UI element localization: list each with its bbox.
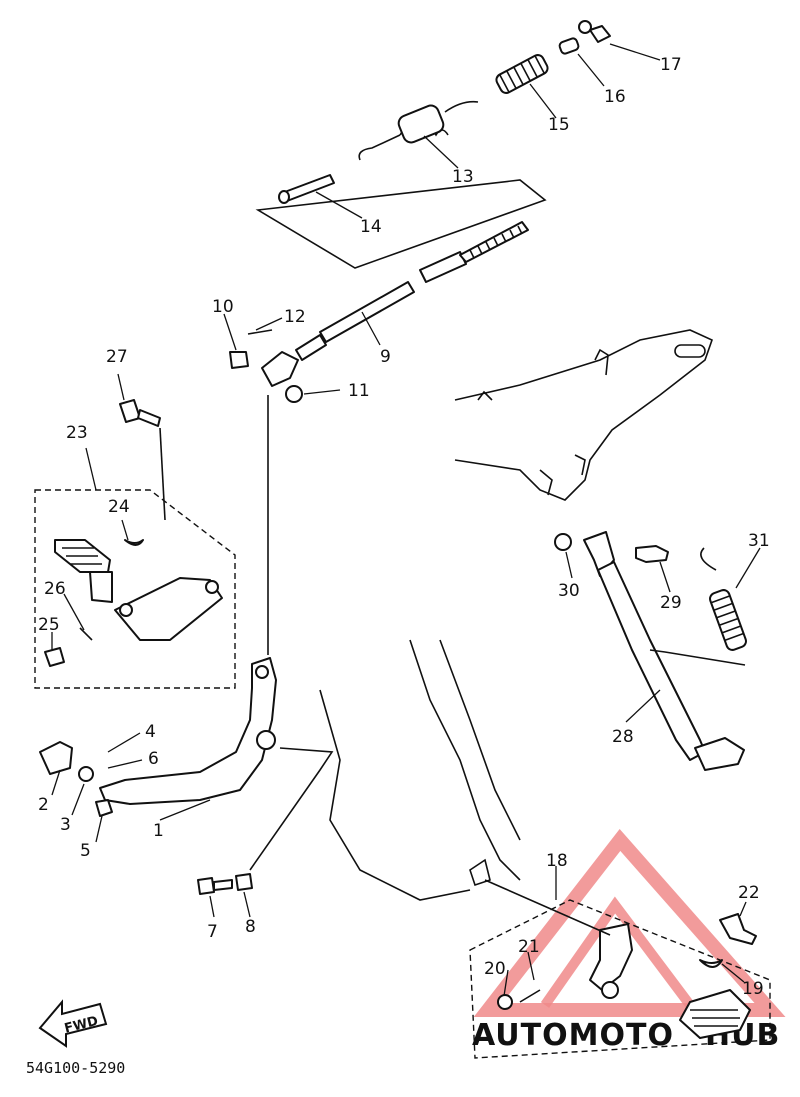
callout-15: 15 <box>548 115 570 135</box>
callout-21: 21 <box>518 937 540 957</box>
callout-17: 17 <box>660 55 682 75</box>
callout-8: 8 <box>245 917 256 937</box>
callout-19: 19 <box>742 979 764 999</box>
callout-2: 2 <box>38 795 49 815</box>
diagram-code: 54G100-5290 <box>26 1059 125 1077</box>
callout-12: 12 <box>284 307 306 327</box>
callout-11: 11 <box>348 381 370 401</box>
frame-outline <box>319 329 713 901</box>
callout-25: 25 <box>38 615 60 635</box>
callout-28: 28 <box>612 727 634 747</box>
callout-29: 29 <box>660 593 682 613</box>
bolt-27 <box>119 399 166 521</box>
callout-9: 9 <box>380 347 391 367</box>
leader-lines <box>51 43 761 997</box>
watermark-text-a: AUTOMOTO <box>472 1018 674 1053</box>
callout-27: 27 <box>106 347 128 367</box>
callout-6: 6 <box>148 749 159 769</box>
callout-10: 10 <box>212 297 234 317</box>
callout-1: 1 <box>153 821 164 841</box>
footrest-group-right <box>469 879 771 1059</box>
callout-13: 13 <box>452 167 474 187</box>
callout-30: 30 <box>558 581 580 601</box>
callout-16: 16 <box>604 87 626 107</box>
callout-18: 18 <box>546 851 568 871</box>
bolt-7-nut-8 <box>197 873 253 895</box>
side-stand-28 <box>554 531 747 771</box>
callout-24: 24 <box>108 497 130 517</box>
callout-26: 26 <box>44 579 66 599</box>
callout-4: 4 <box>145 722 156 742</box>
callout-20: 20 <box>484 959 506 979</box>
footrest-group-left <box>34 489 236 689</box>
callout-23: 23 <box>66 423 88 443</box>
callout-7: 7 <box>207 922 218 942</box>
callout-14: 14 <box>360 217 382 237</box>
callout-22: 22 <box>738 883 760 903</box>
fwd-arrow-icon: FWD <box>38 999 108 1048</box>
callout-31: 31 <box>748 531 770 551</box>
callout-5: 5 <box>80 841 91 861</box>
shift-pedal-1 <box>39 657 334 871</box>
rod-assembly <box>229 20 611 655</box>
callout-3: 3 <box>60 815 71 835</box>
